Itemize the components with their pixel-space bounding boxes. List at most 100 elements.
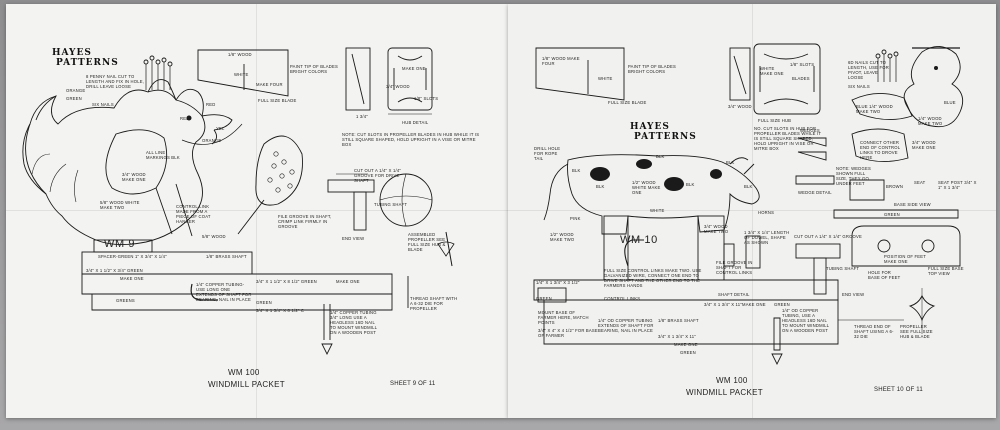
thread-shaft-label: THREAD SHAFT WITH A 6-32 DIE FOR PROPELL… bbox=[410, 296, 458, 311]
title-name: WINDMILL PACKET bbox=[208, 380, 285, 389]
brand-bottom: PATTERNS bbox=[634, 132, 697, 142]
full-size-blade bbox=[535, 47, 625, 101]
red-label: RED bbox=[206, 102, 216, 107]
connect-label: CONNECT OTHER END OF CONTROL LINKS TO DR… bbox=[860, 140, 901, 160]
brand-top: HAYES bbox=[630, 122, 670, 132]
hayes-patterns-logo: HAYES PATTERNS bbox=[630, 122, 697, 142]
seat-post-label: SEAT POST 3/4" X 1" X 1 3/4" bbox=[938, 180, 977, 190]
assembled-label: ASSEMBLED PROPELLER SEE FULL SIZE HUB & … bbox=[408, 232, 446, 252]
control-links-label: CONTROL LINKS bbox=[604, 296, 641, 301]
fold-line bbox=[752, 4, 753, 418]
base-side-label: BASE SIDE VIEW bbox=[894, 202, 931, 207]
under-dims-label: 3/4" X 1 3/4" X 11" bbox=[658, 334, 696, 339]
blade-paint-label: PAINT TIP OF BLADES BRIGHT COLORS bbox=[290, 64, 338, 74]
base-two-label: 3/4" X 4" X 4 1/2" FOR BASE OF FARMER bbox=[538, 328, 598, 338]
hub-wood-label: 3/4" WOOD bbox=[386, 84, 410, 89]
hub-make-label: MAKE ONE bbox=[402, 66, 426, 71]
brand-bottom: PATTERNS bbox=[56, 58, 119, 68]
model-label: WM 9 bbox=[104, 238, 136, 250]
control-links-note: FULL SIZE CONTROL LINKS MAKE TWO. USE GA… bbox=[604, 268, 702, 288]
horns-label: HORNS bbox=[758, 210, 775, 215]
blade-wood-label: 1/8" WOOD MAKE FOUR bbox=[542, 56, 580, 66]
copper-tube-label: 1/4" COPPER TUBING-USE LONG ONE EXTENDS … bbox=[196, 282, 252, 302]
blue-wood-label: BLUE 1/4" WOOD MAKE TWO bbox=[856, 104, 893, 114]
blk-label-3: BLK bbox=[572, 168, 581, 173]
copper-tubing-label: 1/4" COPPER TUBING 3/4" LONG USE A HEADL… bbox=[330, 310, 378, 335]
cut-out-label: CUT OUT A 1/4" X 1/4" GROOVE bbox=[794, 234, 862, 239]
left-pattern-drawing bbox=[22, 47, 455, 356]
copper-mount-label: 1/4" OD COPPER TUBING, USE A HEADLESS 16… bbox=[782, 308, 830, 333]
position-feet-label: POSITION OF FEET MAKE ONE bbox=[884, 254, 926, 264]
base-dims-label: 3/4" X 1 1/2" X 3/4" GREEN bbox=[86, 268, 143, 273]
make-one-label: MAKE ONE bbox=[120, 276, 144, 281]
hub-dim-label: 1 3/4" bbox=[356, 114, 368, 119]
orange-mid-label: ORANGE bbox=[202, 138, 222, 143]
green-label-3: GREEN bbox=[680, 350, 696, 355]
blade-paint-label: PAINT TIP OF BLADES BRIGHT COLORS bbox=[628, 64, 676, 74]
hub-wood-label: 3/4" WOOD bbox=[728, 104, 752, 109]
seat-label: SEAT bbox=[914, 180, 926, 185]
make-one-label: MAKE ONE bbox=[742, 302, 766, 307]
end-view-label: END VIEW bbox=[842, 292, 865, 297]
blk-label-1: BLK bbox=[656, 154, 665, 159]
legs-wood-label: 1/2" WOOD MAKE TWO bbox=[550, 232, 575, 242]
wood-four-label: 3/4" WOOD MAKE ONE bbox=[912, 140, 936, 150]
file-groove-label: FILE GROOVE IN SHAFT, CRIMP LINK FIRMLY … bbox=[278, 214, 332, 229]
sheet-label: SHEET 10 of 11 bbox=[874, 387, 923, 393]
hub-slots-label: 1/8" SLOTS bbox=[414, 96, 439, 101]
cow-body-outline bbox=[567, 154, 760, 235]
blade-wood-label: 1/8" WOOD bbox=[228, 52, 252, 57]
fold-line bbox=[508, 210, 996, 211]
under-dims-label: 3/4" X 1 3/4" X 8 1/2" C bbox=[256, 308, 305, 313]
brass-shaft-label: 1/8" BRASS SHAFT bbox=[206, 254, 247, 259]
drive-shaft-label: 3/4" X 1 3/4" X 11" bbox=[704, 302, 742, 307]
title-code: WM 100 bbox=[228, 368, 260, 377]
make-one-label-2: MAKE ONE bbox=[336, 279, 360, 284]
right-pattern-sheet: HAYES PATTERNS WM 10 1/8" WOOD MAKE FOUR… bbox=[508, 4, 996, 418]
white-label: WHITE bbox=[650, 208, 665, 213]
full-size-blade bbox=[197, 49, 289, 97]
full-size-hub-label: FULL SIZE HUB bbox=[758, 118, 792, 123]
sheet-label: SHEET 9 of 11 bbox=[390, 381, 436, 387]
green-label: GREEN bbox=[66, 96, 82, 101]
left-pattern-sheet: HAYES PATTERNS WM 9 8 PENNY NAIL CUT TO … bbox=[6, 4, 508, 418]
green-label-2: GREEN bbox=[774, 302, 790, 307]
full-size-blade-label: FULL SIZE BLADE bbox=[608, 100, 647, 105]
leaf-paddle bbox=[255, 135, 303, 206]
legs-wood-label-2: 3/4" WOOD MAKE TWO bbox=[704, 224, 729, 234]
blade-white-label: WHITE bbox=[598, 76, 613, 81]
blue-label: BLUE bbox=[944, 100, 956, 105]
wedge-note-label: NOTE: WEDGES SHOWN FULL SIZE, THEY GO UN… bbox=[836, 166, 871, 186]
model-label: WM 10 bbox=[620, 234, 658, 246]
fold-line bbox=[6, 210, 508, 211]
drill-hole-label: DRILL HOLE FOR ROPE TAIL bbox=[534, 146, 561, 161]
make-one-label-2: MAKE ONE bbox=[674, 342, 698, 347]
brown-label: BROWN bbox=[886, 184, 904, 189]
wood-make-one-label: 3/4" WOOD MAKE ONE bbox=[122, 172, 146, 182]
six-nails-label: SIX NAILS bbox=[92, 102, 114, 107]
fold-line bbox=[256, 4, 257, 418]
wood-red-label: 5/8" WOOD bbox=[202, 234, 226, 239]
end-view-label: END VIEW bbox=[342, 236, 365, 241]
hub-note-label: NO. CUT SLOTS IN HUB FOR PROPELLER BLADE… bbox=[754, 126, 822, 151]
greens-label: GREENS bbox=[116, 298, 135, 303]
propeller-label: PROPELLER SEE FULL SIZE HUB & BLADE bbox=[900, 324, 933, 339]
nail-note: 8 PENNY NAIL CUT TO LENGTH AND FIX IN HO… bbox=[86, 74, 145, 89]
file-groove-label: FILE GROOVE IN SHAFT FOR CONTROL LINKS bbox=[716, 260, 753, 275]
spacer-label: SPACER-GREEN 1" X 3/4" X 1/4" bbox=[98, 254, 167, 259]
shaft-dims-label: 3/4" X 1 1/2" X 8 1/2" GREEN bbox=[256, 279, 317, 284]
six-nails-label: SIX NAILS bbox=[848, 84, 870, 89]
title-code: WM 100 bbox=[716, 376, 748, 385]
cow-wood-label: 1/2" WOOD WHITE MAKE ONE bbox=[632, 180, 661, 195]
brass-shaft-label: 1/8" BRASS SHAFT bbox=[658, 318, 699, 323]
farmer-outline bbox=[903, 46, 964, 128]
hub-note-label: NOTE: CUT SLOTS IN PROPELLER BLADES IN H… bbox=[342, 132, 480, 147]
green-right-label: GREEN bbox=[884, 212, 900, 217]
mount-base-label: MOUNT BASE OF FARMER HERE, MATCH POINTS bbox=[538, 310, 589, 325]
orange-label: ORANGE bbox=[66, 88, 86, 93]
cut-out-label: CUT OUT A 1/4" X 1/4" GROOVE FOR DRIVE S… bbox=[354, 168, 402, 183]
hole-base-label: HOLE FOR BASE OF FEET bbox=[868, 270, 901, 280]
nails-note-label: 6D NAILS CUT TO LENGTH, USE FOR PIVOT, L… bbox=[848, 60, 889, 80]
green-label-1: GREEN bbox=[536, 296, 552, 301]
tubing-shaft-label: TUBING SHAFT bbox=[826, 266, 860, 271]
